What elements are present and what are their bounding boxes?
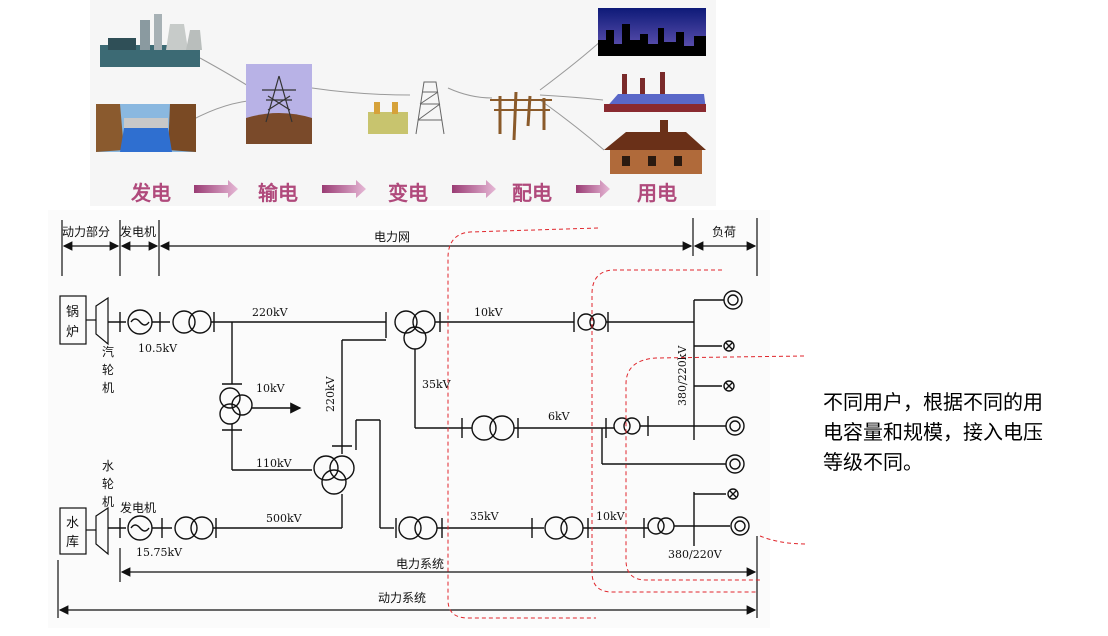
factory-icon: [604, 72, 706, 112]
label-line-10kv-bottom: 10kV: [596, 510, 626, 523]
flow-arrow: [452, 180, 496, 198]
voltage-level-boundaries: [447, 227, 807, 619]
label-gen-top-voltage: 10.5kV: [138, 342, 178, 355]
steam-turbine-char-3: 机: [102, 381, 114, 395]
system-spans: [57, 536, 758, 618]
label-line-10kv-top: 10kV: [474, 306, 504, 319]
flow-arrow: [194, 180, 238, 198]
label-sub-35kv: 35kV: [422, 378, 452, 391]
label-bottom-generator: 发电机: [120, 500, 156, 515]
reservoir-char-1: 水: [66, 516, 79, 531]
hydro-turbine-symbol: [95, 506, 109, 556]
label-power-system: 电力系统: [396, 557, 444, 571]
steam-turbine-symbol: [95, 296, 109, 346]
city-skyline-icon: [598, 8, 706, 56]
header-spans: [61, 218, 758, 276]
center-transformer: [313, 339, 394, 529]
label-line-35kv-bottom: 35kV: [470, 510, 500, 523]
label-load: 负荷: [712, 225, 736, 239]
power-plant-icon: [100, 14, 202, 67]
label-load-bottom-voltage: 380/220V: [668, 548, 723, 561]
flow-arrow: [576, 180, 610, 198]
stage-label-consumption: 用电: [637, 181, 677, 205]
label-line-220kv: 220kV: [252, 306, 289, 319]
reservoir-box: [59, 507, 87, 555]
substation-icon: [368, 81, 445, 135]
label-power-grid: 电力网: [374, 230, 410, 244]
house-icon: [604, 120, 706, 174]
note-line-2: 电容量和规模，接入电压: [823, 420, 1043, 444]
label-generator: 发电机: [120, 224, 156, 239]
supply-chain-illustration: 发电 输电 变电 配电 用电: [90, 0, 716, 206]
label-tap-10kv: 10kV: [256, 382, 286, 395]
single-line-diagram: 动力部分 发电机 电力网 负荷 锅 炉 水 库 汽 轮 机 水 轮 机: [48, 210, 807, 628]
distribution-pole-icon: [490, 91, 552, 141]
label-line-500kv: 500kV: [266, 512, 303, 525]
steam-turbine-char-2: 轮: [102, 363, 114, 377]
transmission-tower-icon: [246, 64, 312, 144]
boiler-char-1: 锅: [66, 304, 79, 320]
annotation-note: 不同用户，根据不同的用 电容量和规模，接入电压 等级不同。: [823, 387, 1108, 477]
stage-label-transmission: 输电: [258, 181, 298, 205]
hydro-turbine-char-3: 机: [102, 495, 114, 509]
label-dynamic-system: 动力系统: [378, 591, 426, 605]
label-gen-bottom-voltage: 15.75kV: [136, 546, 183, 559]
stage-label-transformation: 变电: [388, 181, 428, 205]
label-power-part: 动力部分: [62, 224, 110, 239]
steam-turbine-char-1: 汽: [102, 344, 114, 359]
stage-label-generation: 发电: [130, 181, 171, 205]
boiler-char-2: 炉: [66, 325, 79, 340]
stage-label-distribution: 配电: [512, 181, 552, 205]
reservoir-char-2: 库: [66, 534, 79, 550]
hydro-dam-icon: [96, 104, 196, 152]
hydro-turbine-char-1: 水: [102, 459, 114, 473]
hydro-turbine-char-2: 轮: [102, 477, 114, 491]
bottom-generation-line: [108, 488, 750, 546]
label-line-110kv: 110kV: [256, 457, 293, 470]
top-generation-line: [108, 309, 387, 471]
label-line-6kv: 6kV: [548, 410, 571, 423]
flow-arrow: [322, 180, 366, 198]
note-line-3: 等级不同。: [823, 450, 923, 474]
top-substation: [394, 310, 726, 465]
note-line-1: 不同用户，根据不同的用: [823, 390, 1043, 414]
load-bus: [693, 290, 745, 474]
label-vertical-220kv: 220kV: [324, 375, 337, 412]
wires: [191, 39, 605, 151]
label-load-bus-voltage: 380/220kV: [676, 345, 689, 406]
